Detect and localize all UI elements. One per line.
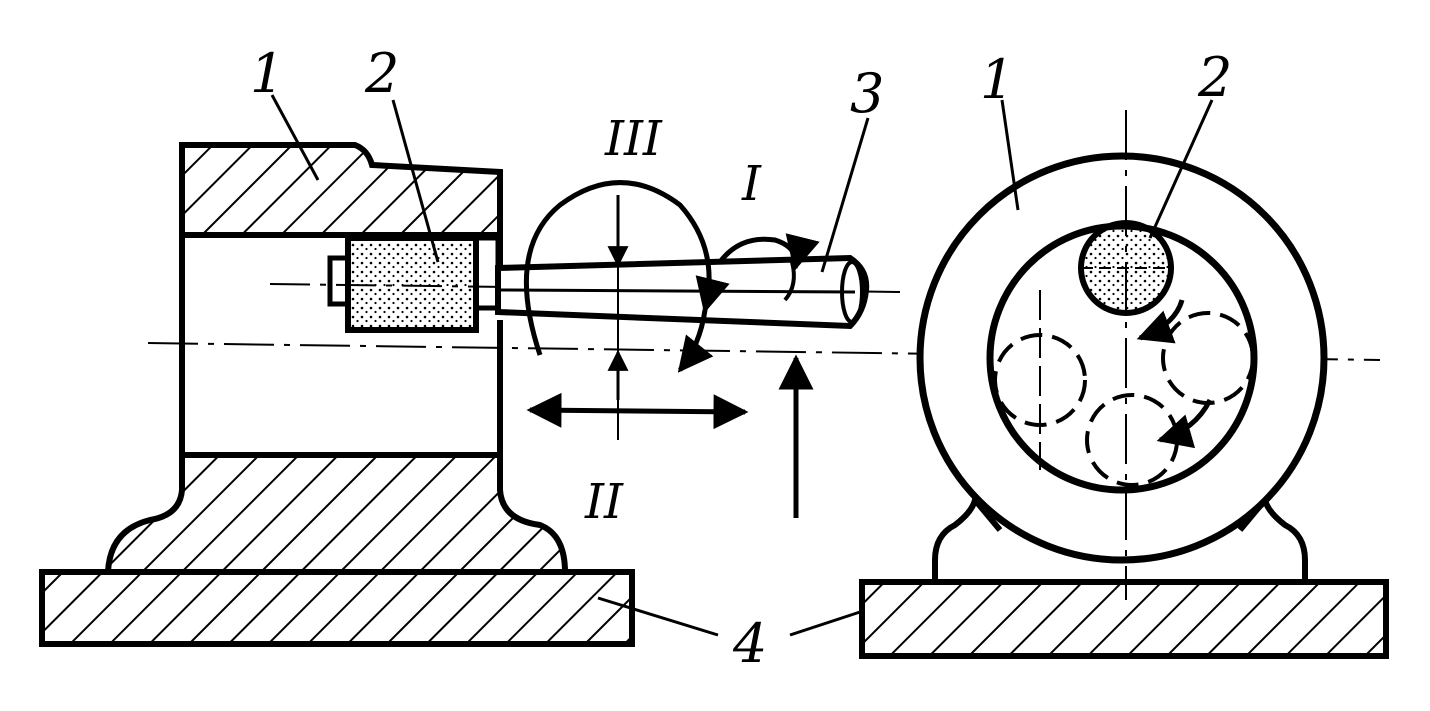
label-rod: 3 — [850, 62, 884, 125]
label-left-housing: 1 — [250, 42, 284, 105]
label-motion-II: II — [584, 474, 624, 530]
right-base-plate — [859, 579, 1389, 659]
right-foot-left — [932, 493, 1003, 582]
rotation-arc-I — [717, 233, 820, 272]
right-end-view — [859, 110, 1389, 659]
label-motion-I: I — [741, 156, 762, 212]
left-grinding-head — [345, 235, 479, 333]
right-foot-right — [1237, 493, 1308, 582]
label-motion-III: III — [604, 111, 663, 167]
left-base-plate — [39, 569, 635, 647]
motion-indicators — [523, 180, 820, 518]
left-housing-lower — [104, 452, 569, 575]
reciprocation-arrow-II — [526, 392, 749, 430]
swing-arc-III — [523, 180, 730, 356]
part-labels: 1 2 3 1 2 4 III I II — [250, 42, 1232, 675]
label-right-housing: 1 — [980, 48, 1014, 111]
label-base: 4 — [732, 612, 767, 675]
label-left-grinding-head: 2 — [364, 42, 399, 105]
label-right-grinding-head: 2 — [1197, 46, 1232, 109]
left-housing-upper — [179, 142, 503, 238]
tapered-rod — [495, 254, 870, 330]
left-section-view — [39, 142, 1381, 647]
leader-lines — [270, 94, 1214, 637]
